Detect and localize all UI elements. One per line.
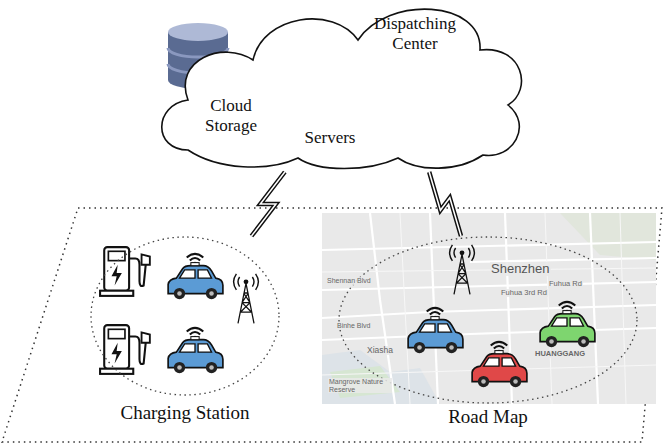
- polyline-part: [429, 172, 461, 236]
- car-icon: [168, 328, 223, 373]
- map-label: Fuhua Rd: [548, 280, 583, 288]
- rect-part: [322, 213, 656, 404]
- wireless-link: [252, 172, 285, 236]
- g-part: [322, 213, 656, 404]
- g-part: [322, 213, 656, 404]
- path-part: [620, 213, 626, 404]
- polyline-part: [429, 172, 461, 236]
- node-label: Dispatching Center: [360, 14, 470, 53]
- charger-icon: [100, 325, 150, 374]
- path-part: [545, 213, 552, 404]
- map-label: Mangrove Nature Reserve: [328, 378, 392, 393]
- node-label: Cloud Storage: [188, 96, 274, 135]
- car-icon: [472, 342, 527, 387]
- path-part: [322, 242, 656, 250]
- wireless-link: [429, 172, 461, 236]
- map-label: Xiasha: [366, 346, 394, 355]
- charging-station-region: Charging Station: [90, 236, 280, 396]
- polygon-part: [2, 208, 662, 442]
- polyline-part: [252, 172, 285, 236]
- cloud-region: Cloud StorageServers Dispatching Center: [148, 0, 528, 172]
- node-label: Charging Station: [50, 402, 320, 424]
- road-map-image: [322, 213, 656, 404]
- polyline-part: [252, 172, 285, 236]
- node-label: Road Map: [338, 406, 638, 428]
- map-label: Shennan Blvd: [326, 277, 372, 285]
- ellipse-shape: [91, 237, 279, 395]
- path-part: [322, 282, 656, 290]
- path-part: [400, 213, 410, 404]
- car-icon: [540, 302, 595, 347]
- ellipse-outline: [90, 236, 280, 396]
- antenna-icon: [234, 274, 259, 324]
- antenna-icon: [450, 245, 475, 295]
- car-icon: [408, 308, 463, 353]
- path-part: [322, 328, 656, 340]
- map-label: Binhe Blvd: [336, 322, 371, 330]
- map-label: HUANGGANG: [534, 350, 586, 358]
- map-label: Shenzhen: [490, 262, 551, 276]
- map-label: Fuhua 3rd Rd: [500, 289, 548, 297]
- path-part: [322, 305, 656, 318]
- ellipse-part: [168, 23, 228, 41]
- cloud-shape: [162, 9, 522, 168]
- path-part: [590, 213, 598, 404]
- path-part: [322, 350, 440, 404]
- car-icon: [168, 254, 223, 299]
- path-part: [370, 213, 395, 404]
- node-label: Servers: [290, 128, 370, 148]
